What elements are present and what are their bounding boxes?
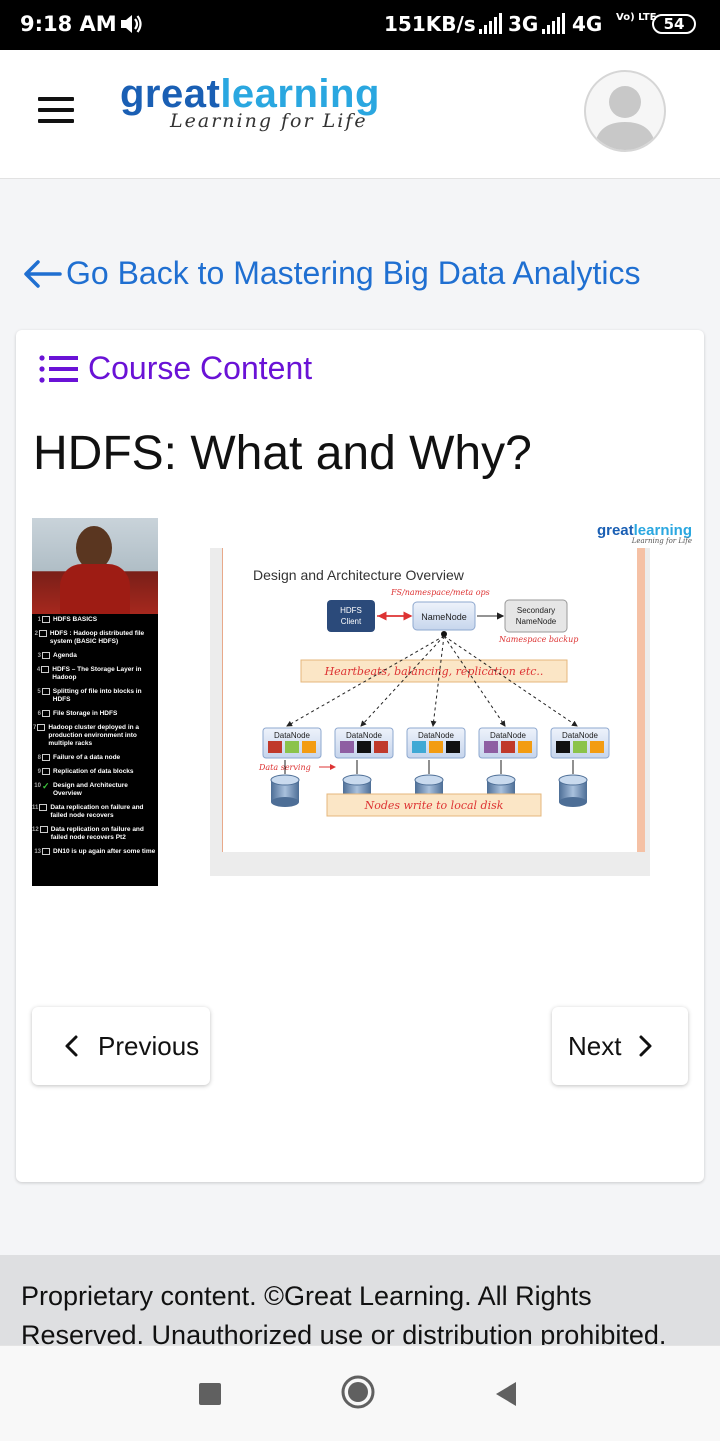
- footer: Proprietary content. ©Great Learning. Al…: [0, 1255, 720, 1345]
- svg-text:DataNode: DataNode: [274, 731, 311, 740]
- checkbox-icon: [41, 666, 50, 673]
- volume-icon: [121, 15, 142, 33]
- signal-icon: [479, 13, 502, 34]
- slide-content: Design and Architecture Overview FS/name…: [222, 548, 645, 852]
- checkbox-icon: [42, 768, 50, 775]
- copyright-text: Proprietary content. ©Great Learning. Al…: [21, 1281, 667, 1345]
- lesson-title: HDFS: What and Why?: [33, 427, 532, 480]
- svg-text:DataNode: DataNode: [490, 731, 527, 740]
- list-icon: [39, 354, 78, 383]
- svg-text:Data serving: Data serving: [258, 763, 311, 772]
- avatar[interactable]: [584, 70, 666, 152]
- checkbox-icon: [42, 616, 50, 623]
- great-learning-logo[interactable]: greatlearning Learning for Life: [120, 72, 380, 132]
- svg-text:DataNode: DataNode: [418, 731, 455, 740]
- home-icon[interactable]: [341, 1375, 375, 1409]
- slide-frame: Design and Architecture Overview FS/name…: [210, 548, 650, 876]
- checkbox-icon: [37, 724, 46, 731]
- instructor-photo: [32, 518, 158, 614]
- checkbox-icon: [42, 754, 50, 761]
- chevron-left-icon: [65, 1035, 78, 1057]
- checkmark-icon: ✓: [41, 781, 50, 791]
- go-back-label: Go Back to Mastering Big Data Analytics: [66, 255, 641, 291]
- svg-text:FS/namespace/meta ops: FS/namespace/meta ops: [390, 588, 490, 597]
- hdfs-architecture-diagram: Design and Architecture Overview FS/name…: [253, 567, 610, 817]
- back-icon[interactable]: [494, 1380, 518, 1408]
- logo-great: great: [120, 72, 221, 116]
- chevron-right-icon: [639, 1035, 652, 1057]
- svg-text:Secondary: Secondary: [517, 606, 555, 615]
- recents-icon[interactable]: [199, 1383, 221, 1405]
- svg-text:Heartbeats, balancing, replica: Heartbeats, balancing, replication etc..: [324, 665, 544, 678]
- svg-text:DataNode: DataNode: [346, 731, 383, 740]
- svg-text:HDFS: HDFS: [340, 606, 362, 615]
- checkbox-icon: [42, 710, 50, 717]
- svg-text:NameNode: NameNode: [516, 617, 557, 626]
- slide-heading: Design and Architecture Overview: [253, 567, 465, 583]
- arrow-left-icon: [24, 259, 62, 288]
- volte-indicator: Vo) LTE: [616, 12, 657, 23]
- system-nav-bar: [0, 1345, 720, 1441]
- network-3g: 3G: [508, 12, 539, 36]
- status-time: 9:18 AM: [20, 12, 117, 36]
- course-content-label: Course Content: [88, 350, 313, 386]
- user-silhouette-icon: [594, 86, 656, 150]
- battery-icon: 54: [652, 14, 696, 34]
- checkbox-icon: [38, 630, 47, 637]
- previous-button[interactable]: Previous: [32, 1007, 210, 1085]
- checkbox-icon: [39, 826, 48, 833]
- logo-learning: learning: [220, 72, 380, 116]
- status-bar: 9:18 AM 151KB/s 3G 4G Vo) LTE 54: [0, 0, 720, 50]
- next-label: Next: [568, 1030, 622, 1061]
- previous-label: Previous: [98, 1030, 200, 1061]
- checkbox-icon: [42, 652, 50, 659]
- network-4g: 4G: [572, 12, 603, 36]
- menu-icon[interactable]: [38, 97, 74, 123]
- svg-text:DataNode: DataNode: [562, 731, 599, 740]
- slide-logo: greatlearning Learning for Life: [596, 522, 692, 545]
- svg-text:NameNode: NameNode: [421, 612, 467, 622]
- go-back-link[interactable]: Go Back to Mastering Big Data Analytics: [22, 255, 640, 292]
- video-slide: greatlearning Learning for Life Design a…: [194, 518, 692, 878]
- network-speed: 151KB/s: [384, 12, 476, 36]
- course-content-link[interactable]: Course Content: [38, 350, 312, 387]
- svg-text:Client: Client: [341, 617, 362, 626]
- playlist-item-current[interactable]: 10✓Design and Architecture Overview: [34, 781, 128, 798]
- next-button[interactable]: Next: [552, 1007, 688, 1085]
- checkbox-icon: [39, 804, 48, 811]
- logo-tagline: Learning for Life: [170, 110, 368, 132]
- svg-text:Nodes write to local disk: Nodes write to local disk: [364, 799, 504, 812]
- signal-icon: [542, 13, 565, 34]
- svg-text:Namespace backup: Namespace backup: [498, 635, 578, 644]
- checkbox-icon: [42, 848, 50, 855]
- checkbox-icon: [41, 688, 50, 695]
